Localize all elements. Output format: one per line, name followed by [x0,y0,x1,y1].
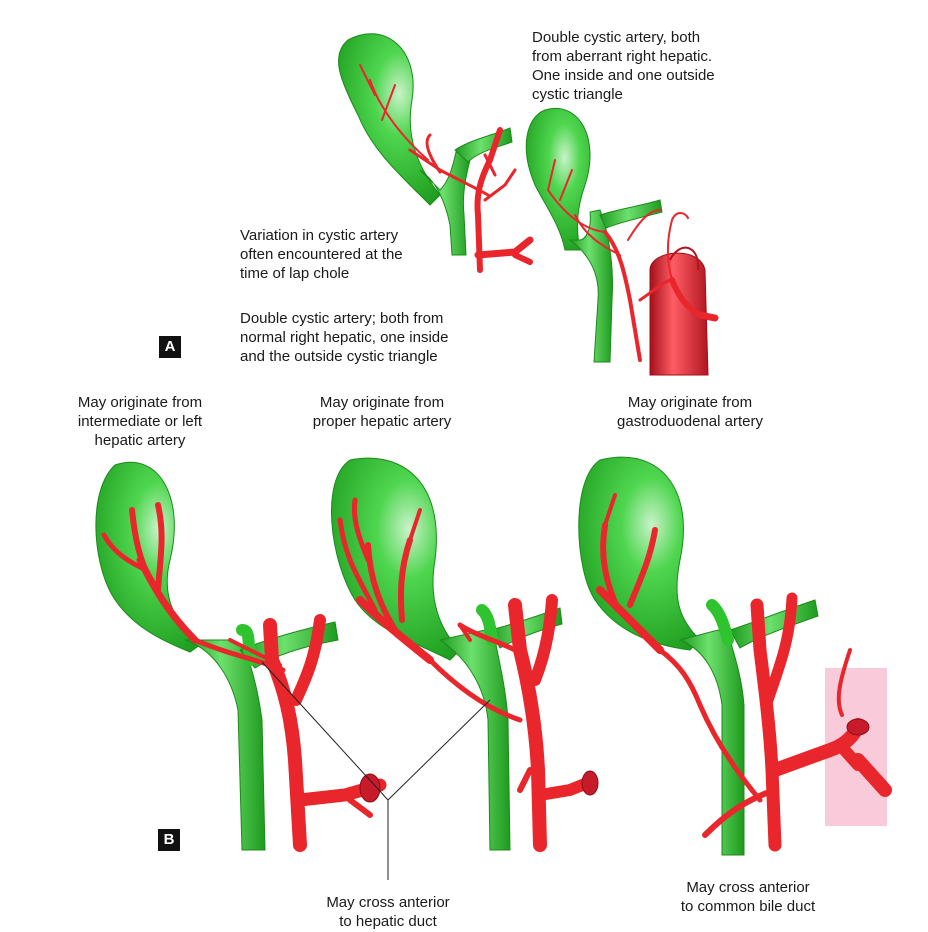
common-bile-duct [678,629,745,856]
figure-a1 [338,33,534,273]
figure-b3 [578,456,892,856]
panel-badge-a: A [159,336,181,358]
label-variation: Variation in cystic artery often encount… [240,227,403,282]
panel-badge-b: B [158,829,180,851]
label-cross-cbd: May cross anterior to common bile duct [680,879,816,915]
label-double-aberrant: Double cystic artery, both from aberrant… [532,29,715,103]
hepatic-duct-branch [454,127,513,163]
label-orig-gastro: May originate from gastroduodenal artery [617,394,763,430]
hepatic-duct-branch [599,199,663,229]
gallbladder [525,108,591,251]
label-cross-hepatic: May cross anterior to hepatic duct [326,894,450,930]
figure-b1 [95,461,387,852]
common-hepatic-duct [419,151,471,256]
label-orig-proper: May originate from proper hepatic artery [312,394,452,430]
common-bile-duct [568,209,613,363]
gallbladder [338,33,441,206]
gallbladder [578,456,701,651]
hepatic-duct-branch [729,599,819,649]
figure-b2 [331,457,599,852]
leader-lines [261,661,491,880]
label-double-normal: Double cystic artery; both from normal r… [240,310,449,365]
common-hepatic-duct [184,639,266,851]
common-hepatic-duct [438,629,511,851]
gallbladder [95,461,201,653]
label-orig-left: May originate from intermediate or left … [77,394,203,449]
figure-a2 [525,108,719,376]
hepatic-duct-left [236,624,256,666]
